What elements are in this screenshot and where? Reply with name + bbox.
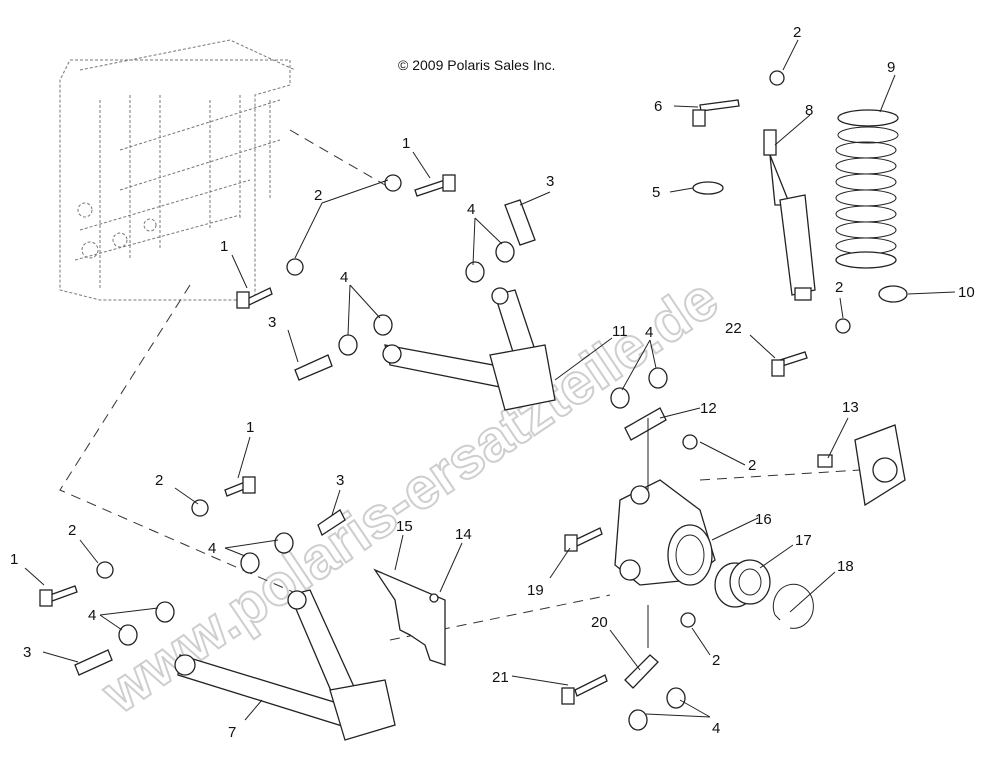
callout-9: 9 bbox=[887, 59, 895, 76]
callout-6: 6 bbox=[654, 98, 662, 115]
callout-2: 2 bbox=[793, 24, 801, 41]
callout-4: 4 bbox=[467, 201, 475, 218]
callout-18: 18 bbox=[837, 558, 854, 575]
callout-3: 3 bbox=[336, 472, 344, 489]
callout-12: 12 bbox=[700, 400, 717, 417]
callout-15: 15 bbox=[396, 518, 413, 535]
callout-7: 7 bbox=[228, 724, 236, 741]
bolts bbox=[39, 99, 808, 705]
coil-spring bbox=[835, 109, 899, 269]
callout-3: 3 bbox=[268, 314, 276, 331]
callout-1: 1 bbox=[10, 551, 18, 568]
callout-17: 17 bbox=[795, 532, 812, 549]
callout-1: 1 bbox=[246, 419, 254, 436]
callout-5: 5 bbox=[652, 184, 660, 201]
upper-a-arm bbox=[382, 287, 556, 411]
skid-plate bbox=[373, 568, 446, 666]
rear-knuckle bbox=[614, 479, 716, 586]
callout-2: 2 bbox=[748, 457, 756, 474]
callout-2: 2 bbox=[835, 279, 843, 296]
callout-22: 22 bbox=[725, 320, 742, 337]
callout-1: 1 bbox=[220, 238, 228, 255]
callout-2: 2 bbox=[155, 472, 163, 489]
callout-4: 4 bbox=[208, 540, 216, 557]
callout-14: 14 bbox=[455, 526, 472, 543]
snap-ring bbox=[772, 583, 814, 629]
bearing bbox=[714, 559, 771, 608]
callout-4: 4 bbox=[340, 269, 348, 286]
callout-2: 2 bbox=[68, 522, 76, 539]
callout-4: 4 bbox=[645, 324, 653, 341]
washer bbox=[692, 181, 724, 195]
callout-2: 2 bbox=[314, 187, 322, 204]
callout-8: 8 bbox=[805, 102, 813, 119]
callout-11: 11 bbox=[612, 323, 628, 340]
leader-lines bbox=[24, 39, 956, 721]
callout-10: 10 bbox=[958, 284, 975, 301]
callout-19: 19 bbox=[527, 582, 544, 599]
callout-13: 13 bbox=[842, 399, 859, 416]
callout-20: 20 bbox=[591, 614, 608, 631]
callout-21: 21 bbox=[492, 669, 509, 686]
callout-3: 3 bbox=[546, 173, 554, 190]
callout-1: 1 bbox=[402, 135, 410, 152]
callout-16: 16 bbox=[755, 511, 772, 528]
callout-4: 4 bbox=[712, 720, 720, 737]
callout-4: 4 bbox=[88, 607, 96, 624]
bushings bbox=[118, 241, 686, 731]
nuts bbox=[96, 70, 851, 628]
sleeves bbox=[74, 199, 667, 689]
callout-3: 3 bbox=[23, 644, 31, 661]
spring-retainer bbox=[878, 285, 908, 303]
callout-2: 2 bbox=[712, 652, 720, 669]
lower-a-arm bbox=[174, 589, 396, 741]
shock-absorber bbox=[763, 129, 816, 301]
copyright-text: © 2009 Polaris Sales Inc. bbox=[398, 57, 555, 73]
frame-section bbox=[59, 39, 296, 301]
callout-labels: 1 1 1 1 2 2 2 2 2 2 2 3 3 3 3 4 4 4 4 4 … bbox=[10, 24, 975, 741]
caliper-bracket bbox=[817, 424, 906, 507]
